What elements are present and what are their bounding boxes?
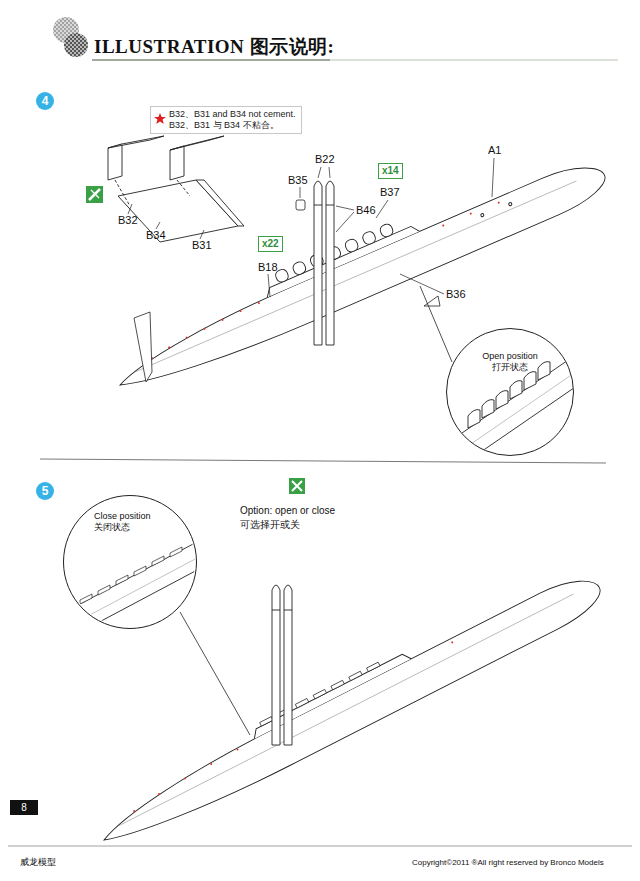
hatch-part bbox=[296, 200, 305, 210]
missile-tubes bbox=[272, 585, 292, 745]
step-number: 5 bbox=[36, 482, 54, 500]
leader-line bbox=[268, 158, 494, 297]
part-label: B34 bbox=[146, 229, 166, 242]
node-text: Close position bbox=[94, 511, 196, 522]
part-label: B46 bbox=[356, 204, 376, 217]
missile-tubes bbox=[314, 181, 334, 345]
open-hatch-detail bbox=[430, 345, 600, 480]
node-text: Open position bbox=[447, 351, 573, 362]
part-label: B35 bbox=[288, 174, 308, 187]
part-label: B32 bbox=[118, 214, 138, 227]
header-emblem bbox=[53, 17, 88, 57]
footer-rule bbox=[8, 846, 632, 847]
detail-circle: Close position关闭状态 bbox=[63, 495, 197, 629]
rudder bbox=[134, 312, 152, 382]
header-rule bbox=[92, 59, 330, 61]
part-label: A1 bbox=[488, 144, 501, 157]
option-note: Option: open or close bbox=[240, 505, 335, 517]
node-text: 5 bbox=[36, 482, 54, 500]
option-icon bbox=[289, 478, 305, 494]
node-text: x14 bbox=[382, 165, 399, 177]
page-title: ILLUSTRATION 图示说明: bbox=[94, 34, 334, 60]
stand-parts bbox=[108, 136, 244, 242]
detail-circle: Open position打开状态 bbox=[446, 328, 574, 456]
leader-line bbox=[128, 204, 132, 214]
footer-text: 威龙模型 bbox=[20, 857, 56, 868]
node-text: 打开状态 bbox=[447, 362, 573, 373]
node-text: x22 bbox=[262, 238, 279, 250]
page-number: 8 bbox=[10, 800, 38, 815]
leader-line bbox=[200, 230, 204, 239]
part-label: B31 bbox=[192, 239, 212, 252]
node-text: 8 bbox=[10, 800, 38, 815]
star-mark bbox=[154, 113, 166, 124]
step-divider bbox=[40, 459, 606, 463]
glue-icon bbox=[86, 186, 103, 203]
note-box: B32、B31 and B34 not cement.B32、B31 与 B34… bbox=[150, 106, 302, 134]
quantity-box: x14 bbox=[378, 163, 403, 179]
node-text: B32、B31 and B34 not cement. bbox=[169, 109, 296, 120]
footer-text: Copyright©2011 ®All right reserved by Br… bbox=[412, 858, 604, 868]
quantity-box: x22 bbox=[258, 236, 283, 252]
detail-leader bbox=[180, 612, 250, 735]
part-label: B18 bbox=[258, 261, 278, 274]
node-text: 4 bbox=[36, 92, 54, 110]
part-label: B37 bbox=[380, 186, 400, 199]
option-note: 可选择开或关 bbox=[240, 519, 300, 531]
header-rule bbox=[330, 60, 618, 61]
node-text: 关闭状态 bbox=[94, 522, 196, 533]
node-text: B32、B31 与 B34 不粘合。 bbox=[169, 120, 296, 131]
part-label: B36 bbox=[446, 288, 466, 301]
leader-line bbox=[156, 222, 160, 229]
step-number: 4 bbox=[36, 92, 54, 110]
part-label: B22 bbox=[315, 153, 335, 166]
